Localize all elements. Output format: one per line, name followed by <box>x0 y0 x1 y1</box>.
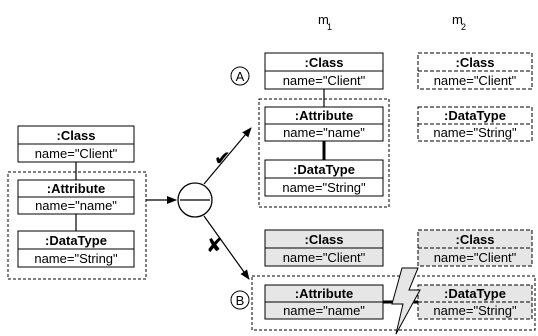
case-a-m1-attribute-attr: name="name" <box>283 125 365 140</box>
case-b-label: B <box>236 293 245 308</box>
header-m1-base: m <box>318 12 329 27</box>
case-a-m1-datatype-box: :DataType name="String" <box>264 159 384 197</box>
case-b-m1-class-title: :Class <box>304 232 343 247</box>
check-mark-icon: ✔ <box>214 146 231 170</box>
case-a-m2-datatype-title: :DataType <box>444 108 506 123</box>
case-b-marker: B <box>230 290 250 310</box>
header-m2-base: m <box>452 12 463 27</box>
case-b-m1-attribute-attr: name="name" <box>283 303 365 318</box>
left-attribute-title: :Attribute <box>47 181 106 196</box>
case-a-m1-datatype-attr: name="String" <box>282 180 366 195</box>
case-a-marker: A <box>230 66 250 86</box>
case-a-selection-dashed-box <box>258 98 390 208</box>
arrow-to-case-b <box>203 215 250 280</box>
case-b-m1: :Class name="Client" :Attribute name="na… <box>264 229 384 320</box>
left-datatype-box: :DataType name="String" <box>17 230 135 268</box>
case-a-m1-attribute-title: :Attribute <box>295 108 354 123</box>
case-b-m1-class-attr: name="Client" <box>283 250 366 265</box>
case-a-m2-class-box: :Class name="Client" <box>417 52 533 90</box>
case-a-label: A <box>236 69 245 84</box>
case-b-m2-class-box: :Class name="Client" <box>417 229 533 267</box>
header-m1: m 1 <box>318 12 332 32</box>
case-b-m1-attribute-title: :Attribute <box>295 286 354 301</box>
case-b-m2-datatype-title: :DataType <box>444 286 506 301</box>
case-b-selection-dashed-box <box>251 275 536 331</box>
case-a-m1-class-attr: name="Client" <box>283 73 366 88</box>
left-datatype-title: :DataType <box>45 233 107 248</box>
case-a-m1-attribute-box: :Attribute name="name" <box>264 106 384 142</box>
cross-mark-icon: ✘ <box>206 233 223 257</box>
case-b-m2-class-title: :Class <box>455 232 494 247</box>
left-class-attr: name="Client" <box>35 146 118 161</box>
left-attribute-attr: name="name" <box>35 198 117 213</box>
left-class-title: :Class <box>56 128 95 143</box>
lightning-bolt-icon <box>391 267 421 335</box>
case-b-m1-class-box: :Class name="Client" <box>264 229 384 267</box>
left-datatype-attr: name="String" <box>34 251 118 266</box>
case-a-m2-datatype-box: :DataType name="String" <box>417 106 533 142</box>
left-class-box: :Class name="Client" <box>17 125 135 163</box>
difference-operator <box>177 182 213 218</box>
left-attribute-box: :Attribute name="name" <box>17 179 135 215</box>
header-m2: m 2 <box>452 12 466 32</box>
case-a-m1-class-title: :Class <box>304 55 343 70</box>
arrow-to-case-a <box>203 127 252 185</box>
case-a-m1-class-box: :Class name="Client" <box>264 52 384 90</box>
case-a-m2: :Class name="Client" :DataType name="Str… <box>417 52 533 142</box>
header-m2-subscript: 2 <box>461 22 466 32</box>
case-a-m1: :Class name="Client" :Attribute name="na… <box>258 52 390 208</box>
case-a-m2-class-title: :Class <box>455 55 494 70</box>
case-b-m2-datatype-box: :DataType name="String" <box>417 284 533 320</box>
case-b-m1-attribute-box: :Attribute name="name" <box>264 284 384 320</box>
header-m1-subscript: 1 <box>327 22 332 32</box>
left-selection-dashed-box <box>7 171 147 280</box>
case-a-m2-class-attr: name="Client" <box>434 73 517 88</box>
case-b-m2-datatype-attr: name="String" <box>433 303 517 318</box>
case-b-m2: :Class name="Client" :DataType name="Str… <box>417 229 533 320</box>
left-model: :Class name="Client" :Attribute name="na… <box>7 125 147 280</box>
case-b-m2-class-attr: name="Client" <box>434 250 517 265</box>
case-a-m1-datatype-title: :DataType <box>293 162 355 177</box>
case-a-m2-datatype-attr: name="String" <box>433 125 517 140</box>
